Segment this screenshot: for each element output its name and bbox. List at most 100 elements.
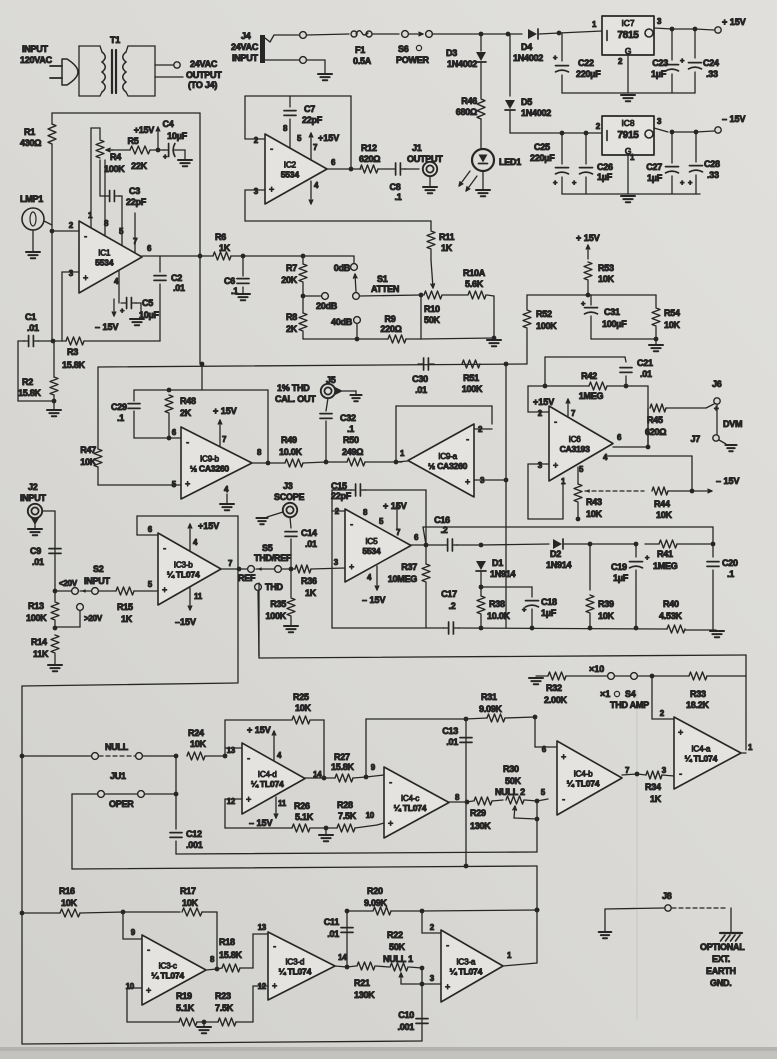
svg-text:11: 11 xyxy=(278,799,287,808)
svg-text:R22: R22 xyxy=(387,930,403,940)
svg-text:R42: R42 xyxy=(581,371,597,381)
svg-text:2: 2 xyxy=(596,122,601,131)
svg-text:R21: R21 xyxy=(354,978,370,988)
svg-text:C8: C8 xyxy=(389,182,400,192)
svg-text:IC3-b: IC3-b xyxy=(174,561,193,570)
svg-text:4: 4 xyxy=(193,538,198,547)
svg-text:5: 5 xyxy=(172,480,177,489)
svg-text:1K: 1K xyxy=(305,588,317,598)
svg-text:5.1K: 5.1K xyxy=(295,812,314,822)
svg-text:R7: R7 xyxy=(286,263,297,273)
svg-text:5: 5 xyxy=(297,134,302,143)
svg-text:5534: 5534 xyxy=(95,258,114,268)
svg-text:130K: 130K xyxy=(354,990,375,1000)
svg-text:1MEG: 1MEG xyxy=(653,561,678,571)
svg-text:4: 4 xyxy=(277,751,282,760)
svg-text:R28: R28 xyxy=(337,800,353,810)
svg-text:CAL. OUT: CAL. OUT xyxy=(275,394,316,404)
svg-text:R31: R31 xyxy=(481,692,497,702)
svg-text:EXT.: EXT. xyxy=(712,954,730,964)
svg-text:¼ TL074: ¼ TL074 xyxy=(167,570,200,580)
svg-text:.01: .01 xyxy=(305,539,317,549)
svg-text:4: 4 xyxy=(114,277,119,286)
svg-text:3: 3 xyxy=(69,269,74,278)
svg-text:+ 15V: + 15V xyxy=(383,501,407,511)
svg-text:620Ω: 620Ω xyxy=(359,154,380,164)
svg-text:IC9-b: IC9-b xyxy=(200,455,219,464)
svg-text:-: - xyxy=(186,438,189,448)
svg-text:10.0K: 10.0K xyxy=(279,447,303,457)
svg-text:THD/REF: THD/REF xyxy=(254,553,292,563)
svg-text:IC1: IC1 xyxy=(98,249,111,258)
svg-text:NULL 1: NULL 1 xyxy=(383,954,413,964)
svg-text:2: 2 xyxy=(618,57,623,66)
svg-text:7915: 7915 xyxy=(617,130,639,141)
svg-text:R39: R39 xyxy=(598,599,614,609)
svg-text:D3: D3 xyxy=(446,48,457,58)
svg-text:249Ω: 249Ω xyxy=(342,447,363,457)
svg-text:8: 8 xyxy=(104,219,109,228)
svg-text:R6: R6 xyxy=(215,232,226,242)
svg-text:R26: R26 xyxy=(294,801,310,811)
svg-text:6: 6 xyxy=(172,428,177,437)
svg-text:+: + xyxy=(680,178,685,187)
svg-text:.001: .001 xyxy=(397,1022,414,1032)
svg-text:INPUT: INPUT xyxy=(84,576,111,586)
svg-text:9.09K: 9.09K xyxy=(364,898,388,908)
svg-text:1µF: 1µF xyxy=(651,69,667,79)
svg-text:IC4-a: IC4-a xyxy=(691,745,710,754)
svg-text:IC4-d: IC4-d xyxy=(258,770,277,779)
svg-text:50K: 50K xyxy=(505,776,522,786)
svg-text:5: 5 xyxy=(379,517,384,526)
svg-text:5534: 5534 xyxy=(362,546,381,556)
svg-text:OPTIONAL: OPTIONAL xyxy=(700,942,745,952)
svg-text:C21: C21 xyxy=(637,358,653,368)
svg-text:.1: .1 xyxy=(347,424,354,434)
svg-text:¼ TL074: ¼ TL074 xyxy=(684,754,717,764)
svg-text:3: 3 xyxy=(657,17,662,26)
svg-text:C30: C30 xyxy=(412,374,428,384)
svg-text:24VAC: 24VAC xyxy=(190,59,218,69)
svg-text:J8: J8 xyxy=(662,891,672,901)
svg-text:10K: 10K xyxy=(598,611,615,621)
svg-text:1K: 1K xyxy=(650,794,662,804)
svg-text:1µF: 1µF xyxy=(541,608,557,618)
svg-text:R18: R18 xyxy=(219,937,235,947)
svg-text:6: 6 xyxy=(148,525,153,534)
svg-text:+: + xyxy=(83,273,88,283)
svg-text:EARTH: EARTH xyxy=(706,966,736,976)
svg-text:8: 8 xyxy=(257,448,262,457)
svg-text:7: 7 xyxy=(571,409,576,418)
svg-text:R46: R46 xyxy=(461,96,477,106)
svg-text:¼ TL074: ¼ TL074 xyxy=(394,803,427,813)
svg-text:5: 5 xyxy=(148,580,153,589)
svg-text:C9: C9 xyxy=(30,546,41,556)
svg-text:S1: S1 xyxy=(377,274,388,284)
svg-text:ATTEN: ATTEN xyxy=(371,284,399,294)
svg-text:.01: .01 xyxy=(327,929,339,939)
svg-text:C29: C29 xyxy=(111,402,127,412)
svg-text:.01: .01 xyxy=(32,557,44,567)
svg-text:.33: .33 xyxy=(707,170,719,180)
svg-text:D1: D1 xyxy=(492,558,503,568)
svg-text:R3: R3 xyxy=(67,347,78,357)
svg-text:R38: R38 xyxy=(489,599,505,609)
svg-text:+: + xyxy=(465,477,470,487)
svg-text:0dB: 0dB xyxy=(334,263,351,273)
svg-text:>20V: >20V xyxy=(84,614,103,623)
svg-text:220Ω: 220Ω xyxy=(380,324,401,334)
svg-text:J3: J3 xyxy=(283,481,293,491)
svg-text:R13: R13 xyxy=(28,601,44,611)
svg-text:7: 7 xyxy=(228,559,233,568)
svg-text:IC3-d: IC3-d xyxy=(285,958,304,967)
svg-text:-: - xyxy=(554,417,557,427)
svg-text:J2: J2 xyxy=(28,482,38,492)
svg-text:130K: 130K xyxy=(470,821,491,831)
svg-text:4: 4 xyxy=(314,181,319,190)
svg-text:.2: .2 xyxy=(440,525,447,535)
svg-text:3: 3 xyxy=(334,558,339,567)
svg-text:R50: R50 xyxy=(343,435,359,445)
svg-text:10K: 10K xyxy=(80,457,97,467)
svg-text:18.2K: 18.2K xyxy=(686,700,710,710)
svg-text:+: + xyxy=(680,56,685,65)
